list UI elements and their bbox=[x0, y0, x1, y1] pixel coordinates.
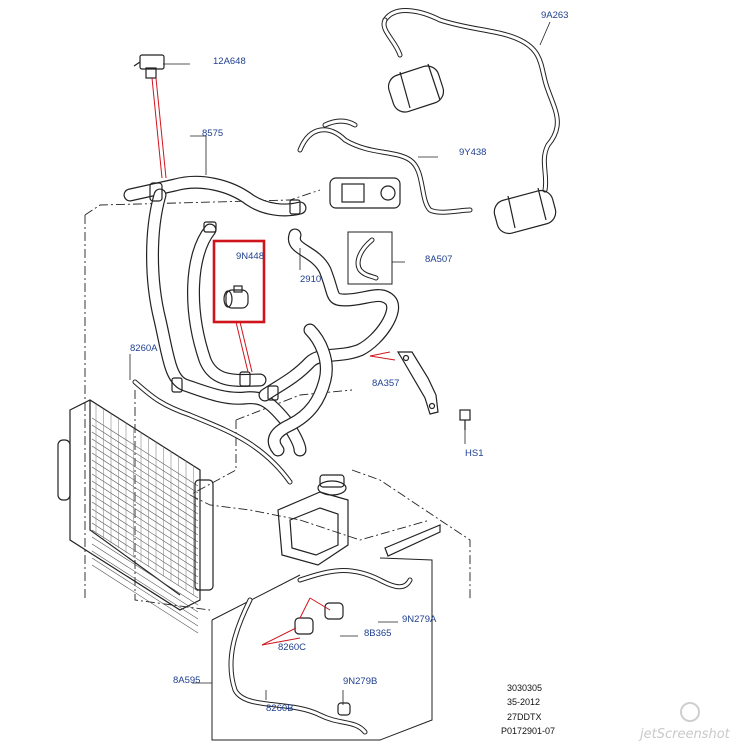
egr-tube-assembly bbox=[297, 8, 560, 235]
callout-12a648: 12A648 bbox=[213, 56, 246, 67]
callout-8260b: 8260B bbox=[266, 703, 293, 714]
callout-8260a: 8260A bbox=[130, 343, 158, 354]
callout-labels: 9A263 12A648 8575 9Y438 9N448 8A507 2910 8260A 8… bbox=[130, 10, 568, 714]
bracket-8a357 bbox=[396, 351, 471, 430]
callout-9a263: 9A263 bbox=[541, 10, 568, 21]
assembly-boundary bbox=[84, 189, 471, 741]
callout-9y438: 9Y438 bbox=[459, 147, 486, 158]
callout-8a595: 8A595 bbox=[173, 675, 200, 686]
bleed-hoses bbox=[132, 379, 441, 735]
callout-8260c: 8260C bbox=[278, 642, 306, 653]
radiator bbox=[57, 399, 214, 634]
callout-8b365: 8B365 bbox=[364, 628, 391, 639]
ref-line-4: P0172901-07 bbox=[501, 726, 555, 736]
watermark: jetScreenshot bbox=[638, 702, 731, 742]
callout-9n279a: 9N279A bbox=[402, 614, 437, 625]
callout-8575: 8575 bbox=[202, 128, 223, 139]
callout-9n279b: 9N279B bbox=[343, 676, 377, 687]
reference-block: 3030305 35-2012 27DDTX P0172901-07 bbox=[501, 683, 555, 736]
callout-hs1: HS1 bbox=[465, 448, 483, 459]
hose-8a507-detail bbox=[347, 231, 393, 285]
expansion-tank bbox=[277, 474, 349, 566]
ref-line-3: 27DDTX bbox=[507, 712, 542, 722]
callout-9n448: 9N448 bbox=[236, 251, 264, 262]
clamp-9n448-highlight bbox=[212, 239, 266, 324]
callout-8a357: 8A357 bbox=[372, 378, 399, 389]
highlight-pointers bbox=[151, 77, 396, 646]
radiator-hoses bbox=[123, 175, 400, 457]
callout-8a507: 8A507 bbox=[425, 254, 452, 265]
ref-line-2: 35-2012 bbox=[507, 697, 540, 707]
temperature-sensor bbox=[133, 54, 165, 79]
callout-2910: 2910 bbox=[300, 274, 321, 285]
leader-lines bbox=[129, 21, 551, 705]
watermark-text: jetScreenshot bbox=[638, 727, 731, 742]
ref-line-1: 3030305 bbox=[507, 683, 542, 693]
